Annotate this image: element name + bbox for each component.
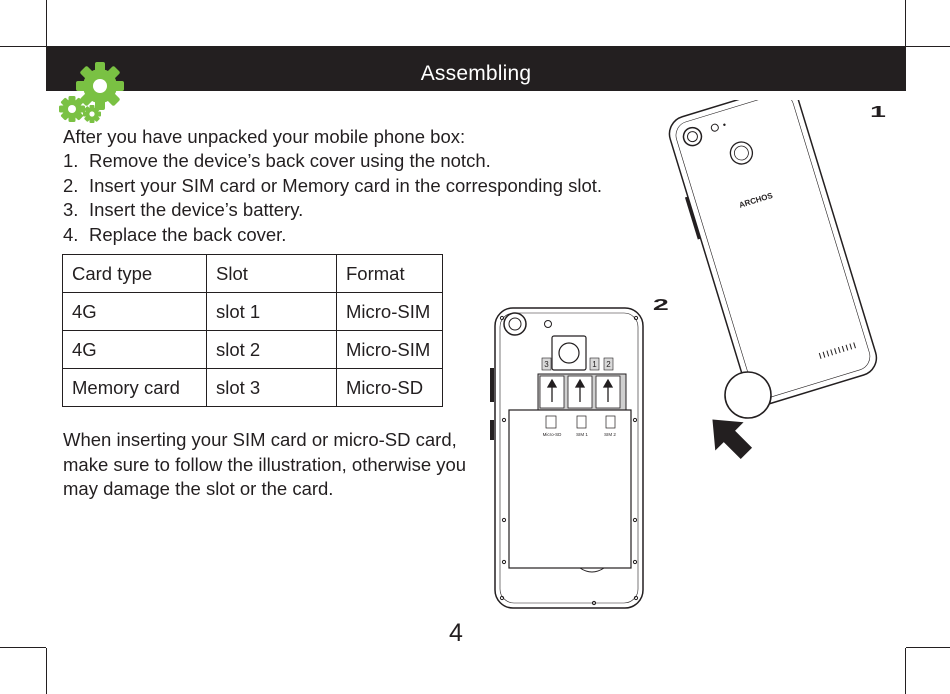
table-row: 4G slot 1 Micro-SIM <box>62 292 443 331</box>
table-cell: 4G <box>62 292 207 331</box>
table-cell: slot 3 <box>206 368 337 407</box>
crop-mark <box>0 647 46 648</box>
crop-mark <box>0 46 46 47</box>
step-item: 1.Remove the device’s back cover using t… <box>63 150 491 171</box>
slot-label: SIM 2 <box>604 432 616 437</box>
crop-mark <box>46 0 47 46</box>
crop-mark <box>905 0 906 46</box>
header-bar <box>46 46 906 91</box>
arrow-icon <box>712 419 753 460</box>
slot-label: SIM 1 <box>576 432 588 437</box>
card-slot-table: Card type Slot Format 4G slot 1 Micro-SI… <box>62 254 443 407</box>
crop-mark <box>906 46 950 47</box>
table-cell: slot 1 <box>206 292 337 331</box>
table-row: Memory card slot 3 Micro-SD <box>62 368 443 407</box>
table-row: 4G slot 2 Micro-SIM <box>62 330 443 369</box>
column-header-format: Format <box>336 254 443 293</box>
step-marker-2: 2 <box>653 296 669 313</box>
warning-note: When inserting your SIM card or micro-SD… <box>63 429 467 499</box>
step-marker-1: 1 <box>870 103 886 120</box>
table-cell: Micro-SIM <box>336 330 443 369</box>
steps-list: 1.Remove the device’s back cover using t… <box>63 149 602 247</box>
phone-open-back-drawing: 3 1 2 Micro-SD SIM 1 SIM 2 <box>490 307 644 609</box>
column-header-card-type: Card type <box>62 254 207 293</box>
page-number: 4 <box>449 619 463 647</box>
column-header-slot: Slot <box>206 254 337 293</box>
step-item: 2.Insert your SIM card or Memory card in… <box>63 174 603 196</box>
slot-number: 3 <box>544 360 549 369</box>
crop-mark <box>46 648 47 694</box>
crop-mark <box>906 647 950 648</box>
step-item: 4.Replace the back cover. <box>63 223 287 245</box>
intro-text: After you have unpacked your mobile phon… <box>63 126 466 147</box>
table-cell: Micro-SIM <box>336 292 443 331</box>
phone-back-cover-drawing: ARCHOS <box>668 100 878 406</box>
notch-circle <box>724 371 772 419</box>
page-title: Assembling <box>420 62 532 85</box>
table-header-row: Card type Slot Format <box>62 254 443 293</box>
slot-number: 2 <box>606 360 611 369</box>
phone-assembly-illustration: ARCHOS 1 3 1 <box>490 100 886 609</box>
table-cell: 4G <box>62 330 207 369</box>
table-cell: Micro-SD <box>336 368 443 407</box>
gears-icon <box>59 62 124 123</box>
table-cell: Memory card <box>62 368 207 407</box>
slot-label: Micro-SD <box>543 432 562 437</box>
table-cell: slot 2 <box>206 330 337 369</box>
step-item: 3.Insert the device’s battery. <box>63 199 304 220</box>
crop-mark <box>905 648 906 694</box>
slot-number: 1 <box>592 360 597 369</box>
